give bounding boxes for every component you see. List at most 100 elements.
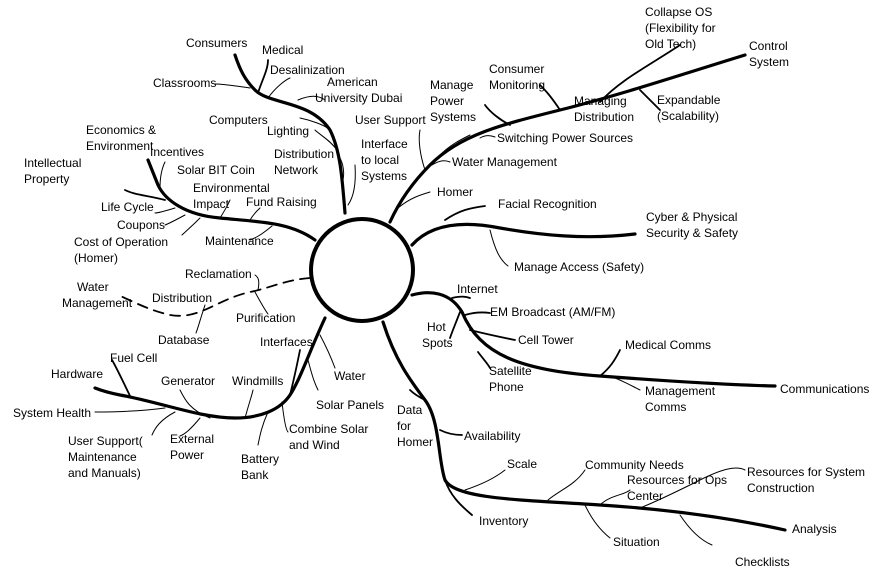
label-incentives: Incentives — [150, 145, 204, 159]
label-interfaces: Interfaces — [260, 335, 313, 349]
label-water-management-left-line-2: Management — [62, 296, 133, 310]
branch-analysis — [381, 320, 787, 532]
label-database: Database — [158, 333, 210, 347]
label-manage-power-systems: Manage Power Systems — [430, 78, 477, 124]
label-resources-system-construction: Resources for System Construction — [747, 465, 868, 495]
label-battery-bank-line-2: Bank — [241, 468, 269, 482]
label-distribution-network-line-1: Distribution — [274, 147, 334, 161]
label-life-cycle: Life Cycle — [101, 200, 154, 214]
label-cost-of-operation-line-2: (Homer) — [74, 251, 118, 265]
label-computers: Computers — [209, 113, 268, 127]
label-combine-solar-wind: Combine Solar and Wind — [289, 422, 372, 452]
label-satellite-phone-line-2: Phone — [489, 380, 524, 394]
label-generator: Generator — [161, 374, 215, 388]
label-interface-line-2: to local — [361, 153, 399, 167]
label-collapse-os-line-2: (Flexibility for — [645, 21, 716, 35]
branch-water-management — [117, 277, 311, 317]
label-external-power: External Power — [170, 432, 217, 462]
label-desalinization: Desalinization — [270, 63, 345, 77]
label-manage-access: Manage Access (Safety) — [514, 260, 644, 274]
label-battery-bank-line-1: Battery — [241, 452, 279, 466]
label-data-for-homer-line-2: for — [397, 419, 411, 433]
label-fuel-cell: Fuel Cell — [110, 351, 157, 365]
label-economics-line-2: Environment — [86, 139, 154, 153]
label-interface-local-systems: Interface to local Systems — [361, 137, 411, 183]
label-consumers: Consumers — [186, 36, 247, 50]
label-cyber-physical-line-2: Security & Safety — [646, 226, 738, 240]
label-user-support: User Support — [355, 113, 426, 127]
label-management-comms: Management Comms — [645, 384, 718, 414]
label-water-management-left-line-1: Water — [77, 280, 109, 294]
label-maintenance: Maintenance — [205, 234, 274, 248]
branch-hardware — [93, 316, 327, 420]
label-external-power-line-2: Power — [170, 448, 204, 462]
branch-consumers — [233, 53, 347, 215]
label-management-comms-line-2: Comms — [645, 400, 686, 414]
label-consumer-monitoring-line-2: Monitoring — [489, 78, 545, 92]
label-control-system-line-1: Control — [749, 39, 788, 53]
label-managing-distribution-line-2: Distribution — [574, 110, 634, 124]
center-node — [309, 217, 415, 323]
label-managing-distribution: Managing Distribution — [574, 94, 634, 124]
label-interface-line-1: Interface — [361, 137, 408, 151]
label-collapse-os-line-3: Old Tech) — [645, 37, 696, 51]
label-satellite-phone-line-1: Satellite — [489, 364, 532, 378]
label-homer-top: Homer — [437, 185, 473, 199]
label-communications: Communications — [780, 382, 869, 396]
label-user-support-maintenance-line-3: and Manuals) — [68, 466, 141, 480]
label-solar-bit-coin: Solar BIT Coin — [177, 163, 255, 177]
label-water-management-top: Water Management — [452, 155, 558, 169]
label-community-needs: Community Needs — [585, 458, 684, 472]
label-expandable: Expandable (Scalability) — [657, 93, 724, 123]
label-water-management-left: Water Management — [62, 280, 133, 310]
label-expandable-line-1: Expandable — [657, 93, 721, 107]
label-fund-raising: Fund Raising — [246, 195, 317, 209]
label-resources-ops-center-line-1: Resources for Ops — [627, 473, 727, 487]
label-environmental-impact: Environmental Impact — [193, 181, 273, 211]
label-scale: Scale — [507, 457, 537, 471]
label-cyber-physical: Cyber & Physical Security & Safety — [646, 210, 741, 240]
label-switching-power-sources: Switching Power Sources — [497, 131, 633, 145]
label-distribution-network: Distribution Network — [274, 147, 337, 177]
label-economics-environment: Economics & Environment — [86, 123, 159, 153]
label-data-for-homer-line-3: Homer — [397, 435, 433, 449]
label-interface-line-3: Systems — [361, 169, 407, 183]
label-collapse-os-line-1: Collapse OS — [645, 5, 712, 19]
label-water-bottom: Water — [334, 369, 366, 383]
labels: Consumers Medical Classrooms Desalinizat… — [13, 5, 869, 569]
label-cost-of-operation-line-1: Cost of Operation — [74, 235, 168, 249]
label-checklists: Checklists — [735, 555, 790, 569]
label-distribution-network-line-2: Network — [274, 163, 319, 177]
label-external-power-line-1: External — [170, 432, 214, 446]
label-cyber-physical-line-1: Cyber & Physical — [646, 210, 737, 224]
label-collapse-os: Collapse OS (Flexibility for Old Tech) — [645, 5, 719, 51]
label-data-for-homer: Data for Homer — [397, 403, 433, 449]
label-reclamation: Reclamation — [185, 267, 252, 281]
label-expandable-line-2: (Scalability) — [657, 109, 719, 123]
label-battery-bank: Battery Bank — [241, 452, 282, 482]
label-user-support-maintenance: User Support( Maintenance and Manuals) — [68, 434, 146, 480]
label-solar-panels: Solar Panels — [316, 398, 384, 412]
label-cell-tower: Cell Tower — [518, 333, 574, 347]
label-system-health: System Health — [13, 406, 91, 420]
label-american-university-dubai-line-2: University Dubai — [315, 91, 402, 105]
label-situation: Situation — [613, 535, 660, 549]
label-environmental-impact-line-1: Environmental — [193, 181, 270, 195]
label-distribution: Distribution — [152, 291, 212, 305]
label-managing-distribution-line-1: Managing — [574, 94, 627, 108]
label-consumer-monitoring-line-1: Consumer — [489, 62, 544, 76]
label-control-system: Control System — [749, 39, 791, 69]
label-manage-power-line-2: Power — [430, 94, 464, 108]
label-medical: Medical — [262, 43, 303, 57]
branch-control-system — [388, 53, 747, 224]
label-medical-comms: Medical Comms — [625, 338, 711, 352]
label-intellectual-property-line-2: Property — [24, 172, 69, 186]
label-hardware: Hardware — [51, 367, 103, 381]
label-consumer-monitoring: Consumer Monitoring — [489, 62, 548, 92]
label-american-university-dubai: American University Dubai — [315, 75, 402, 105]
label-hot-spots-line-1: Hot — [427, 320, 446, 334]
label-em-broadcast: EM Broadcast (AM/FM) — [490, 305, 615, 319]
label-manage-power-line-1: Manage — [430, 78, 474, 92]
label-resources-ops-center: Resources for Ops Center — [627, 473, 730, 503]
label-inventory: Inventory — [479, 514, 528, 528]
